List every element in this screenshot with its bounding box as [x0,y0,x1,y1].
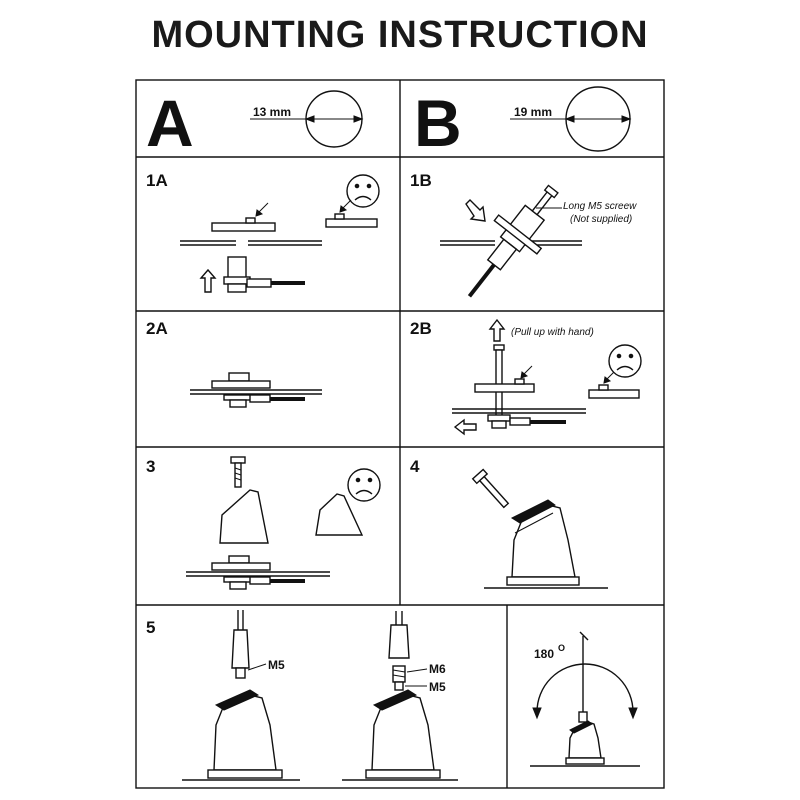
step-2b-label: 2B [410,319,432,338]
pull-up-note: (Pull up with hand) [511,327,594,338]
tilted-mount-assembly [467,184,559,298]
cover-cap-wrong [315,493,364,536]
m5-left-callout [247,663,267,671]
rotation-panel: 180 O [530,631,640,767]
m5-left-label: M5 [268,658,285,672]
cover-cap-correct [219,489,269,544]
covered-base-5a [182,689,300,781]
mount-clamp [223,256,305,293]
arrow-down-right-icon [465,199,486,222]
screw-note-line2: (Not supplied) [570,214,632,225]
option-a-letter: A [146,86,194,160]
step-5-label: 5 [146,618,155,637]
step-2a-label: 2A [146,319,168,338]
frown-face-icon [346,174,380,208]
step-4-label: 4 [410,457,420,476]
hole-19mm-diagram [510,86,632,152]
step-1a-label: 1A [146,171,168,190]
pulled-screw-assembly [452,344,586,429]
rotation-arc-icon [532,663,638,720]
adapter-m6-m5 [392,665,406,691]
frown-face-icon [608,344,642,378]
rotation-angle: 180 [534,647,554,661]
arrow-left-icon [453,418,477,436]
page-title: MOUNTING INSTRUCTION [151,14,649,56]
antenna-rod-m6 [388,611,410,659]
arrow-up-icon [488,318,506,342]
covered-base-4 [484,499,608,589]
antenna-mast [578,631,589,723]
base-plate-wrong [325,199,378,228]
option-b-letter: B [414,86,462,160]
option-a-hole-size: 13 mm [253,105,291,119]
hole-13mm-diagram [250,90,364,148]
screw-diagonal-icon [471,468,510,509]
covered-base-5b [342,689,458,781]
step-1a-panel: 1A [146,171,380,293]
grid-lines [135,79,665,789]
step-4-panel: 4 [410,457,608,589]
step-3-panel: 3 [146,456,381,590]
base-plate-wrong-2b [588,371,640,399]
mounted-base-2a [190,372,322,408]
frown-face-icon [347,468,381,502]
step-2b-panel: 2B (Pull up with hand) [410,318,642,436]
rotation-degree-symbol: O [558,643,565,653]
covered-base-rotation [530,720,640,767]
screw-icon [230,456,246,488]
step-1b-label: 1B [410,171,432,190]
m5-right-label: M5 [429,680,446,694]
mounted-base-3 [186,555,330,590]
screw-note-line1: Long M5 screew [563,201,637,212]
arrow-up-icon [199,268,217,293]
antenna-rod-m5 [231,610,250,679]
option-b-panel: B 19 mm [414,86,632,160]
step-5-panel: 5 M5 [146,610,458,781]
m6-callout [406,668,428,673]
step-1b-panel: 1B Long M5 screew (Not supplied) [410,171,637,298]
step-2a-panel: 2A [146,319,322,408]
option-a-panel: A 13 mm [146,86,364,160]
base-plate-correct [211,202,276,232]
option-b-hole-size: 19 mm [514,105,552,119]
step-3-label: 3 [146,457,155,476]
m6-label: M6 [429,662,446,676]
car-roof-panel [180,240,322,246]
